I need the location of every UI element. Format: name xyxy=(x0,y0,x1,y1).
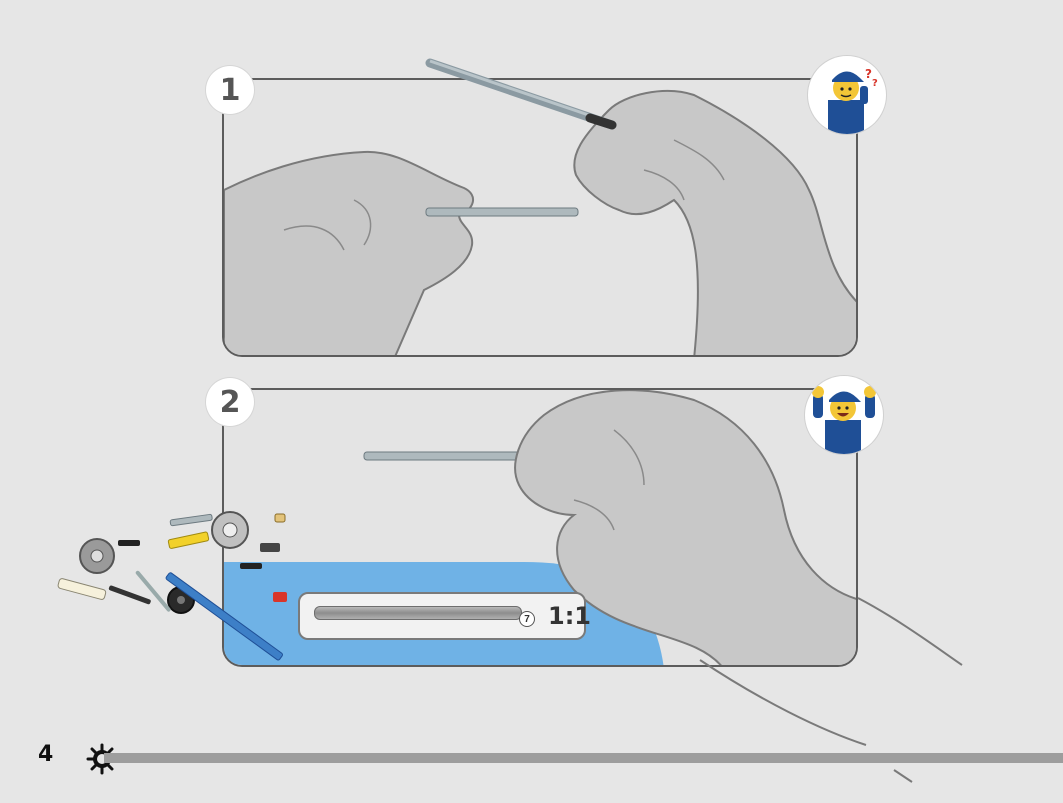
axle-length-badge: 7 xyxy=(519,611,535,627)
step-1-hands-illustration xyxy=(224,89,856,355)
axle-part-icon xyxy=(314,606,522,620)
scale-label: 1:1 xyxy=(548,602,591,630)
white-beam xyxy=(57,578,107,600)
step-1-panel xyxy=(222,78,858,357)
step-number-1: 1 xyxy=(206,66,254,114)
yellow-beam xyxy=(167,531,210,549)
left-hand xyxy=(224,150,474,355)
right-hand xyxy=(573,89,856,355)
black-axle xyxy=(108,585,151,605)
confused-minifig-icon: ? ? xyxy=(808,56,886,134)
svg-text:?: ? xyxy=(865,67,872,81)
gear-black xyxy=(167,586,195,614)
footer-bar xyxy=(104,753,1063,763)
parts-callout: 7 1:1 xyxy=(298,592,591,640)
small-black-part xyxy=(118,540,140,546)
cheering-minifig-icon xyxy=(805,376,883,454)
step-number-2: 2 xyxy=(206,378,254,426)
thin-axle xyxy=(135,570,171,612)
page-number: 4 xyxy=(38,742,54,767)
svg-text:?: ? xyxy=(872,78,878,89)
axle-part xyxy=(169,513,213,527)
axle-short xyxy=(425,207,579,217)
gear-grey xyxy=(79,538,115,574)
